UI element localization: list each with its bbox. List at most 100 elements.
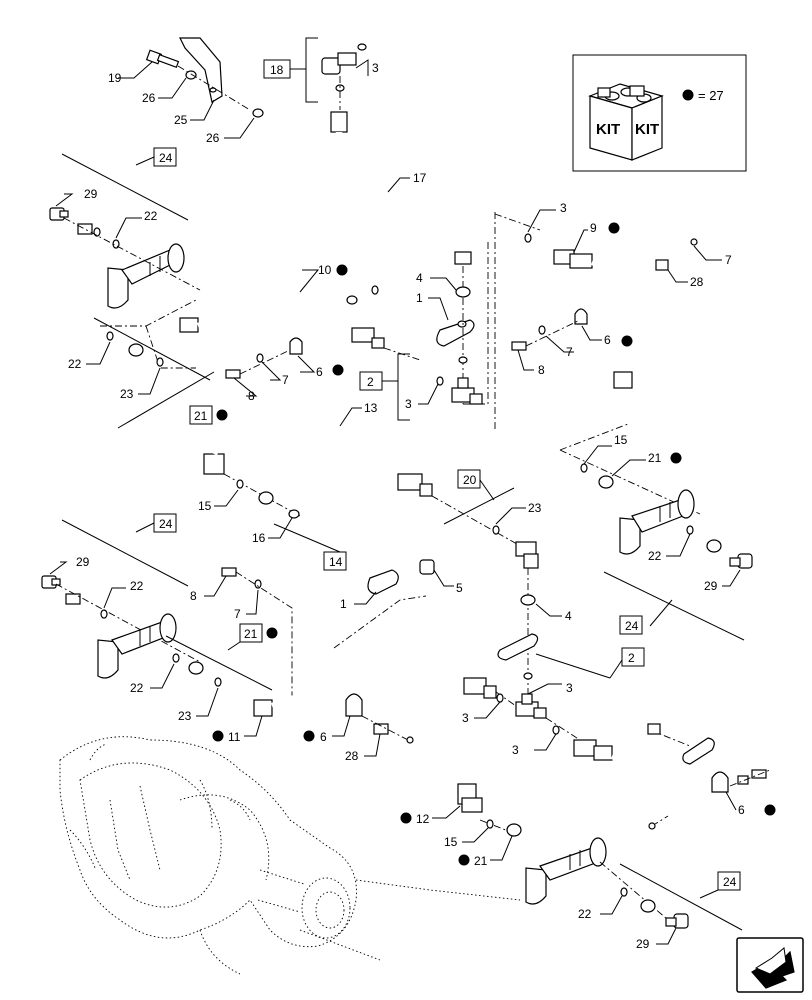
callout-7c: 7 bbox=[282, 373, 289, 387]
bolt-19 bbox=[145, 49, 180, 69]
callout-28b: 28 bbox=[345, 749, 359, 763]
callout-box-24b bbox=[619, 615, 643, 635]
callout-13: 13 bbox=[364, 401, 378, 415]
callout-7b: 7 bbox=[566, 345, 573, 359]
fitting-22-lower bbox=[65, 593, 81, 605]
callout-22a: 22 bbox=[144, 209, 158, 223]
valve-body-bottom bbox=[525, 837, 607, 905]
elbow-fitting bbox=[515, 541, 539, 569]
clamp-1b bbox=[367, 569, 399, 595]
callout-3b: 3 bbox=[560, 201, 567, 215]
cap-29d bbox=[665, 913, 689, 929]
elbow-20-group: 20 23 4 3 2 bbox=[431, 469, 645, 719]
callout-box-21a bbox=[189, 405, 213, 425]
bolt-8c bbox=[221, 567, 237, 577]
nut-23a bbox=[128, 343, 144, 357]
clip-6d bbox=[711, 771, 729, 793]
callout-6c: 6 bbox=[320, 730, 327, 744]
callout-3a: 3 bbox=[372, 61, 379, 75]
bracket-part bbox=[179, 37, 223, 103]
callout-17: 17 bbox=[413, 171, 427, 185]
hose-13 bbox=[203, 424, 433, 497]
seal-16 bbox=[288, 509, 300, 519]
callout-28a: 28 bbox=[690, 275, 704, 289]
nut-23e bbox=[640, 899, 656, 913]
kit-label-left: KIT bbox=[596, 121, 620, 138]
bullet-dot-icon bbox=[266, 627, 278, 639]
sleeve-28b bbox=[373, 723, 389, 735]
callout-24c: 24 bbox=[159, 517, 173, 531]
bullet-dot-icon bbox=[332, 364, 344, 376]
callout-7d: 7 bbox=[234, 607, 241, 621]
bullet-dot-icon bbox=[212, 730, 224, 742]
valve-group-lower-left: 24 29 22 22 23 21 bbox=[41, 513, 278, 723]
valve-group-upper-left: 24 29 22 22 23 bbox=[49, 147, 228, 429]
kit-box-icon: KIT KIT bbox=[588, 83, 664, 161]
callout-22f: 22 bbox=[578, 907, 592, 921]
callout-6a: 6 bbox=[604, 333, 611, 347]
top-bracket-assembly: 19 26 25 26 bbox=[108, 37, 264, 145]
next-arrow-icon bbox=[751, 947, 795, 989]
callout-3c: 3 bbox=[405, 397, 412, 411]
callout-7a: 7 bbox=[725, 253, 732, 267]
callout-24a: 24 bbox=[159, 151, 173, 165]
hose-12 bbox=[457, 739, 742, 852]
plug-21a bbox=[598, 475, 614, 489]
kit-label-right: KIT bbox=[635, 121, 659, 138]
hose-17 bbox=[330, 111, 472, 265]
clip-6a bbox=[289, 337, 303, 355]
callout-24b: 24 bbox=[625, 619, 639, 633]
callout-21c: 21 bbox=[244, 627, 258, 641]
callout-22c: 22 bbox=[648, 549, 662, 563]
nut-23c bbox=[188, 661, 204, 675]
callout-26a: 26 bbox=[142, 91, 156, 105]
hose-9 bbox=[553, 249, 668, 389]
bullet-dot-icon bbox=[303, 730, 315, 742]
callout-box-14 bbox=[323, 551, 347, 571]
callout-8b: 8 bbox=[248, 389, 255, 403]
callout-8c: 8 bbox=[190, 589, 197, 603]
hose-11 bbox=[253, 652, 497, 717]
callout-21a: 21 bbox=[194, 409, 208, 423]
bullet-dot-icon bbox=[670, 452, 682, 464]
valve-body-upper bbox=[107, 243, 185, 309]
plug-21d bbox=[506, 823, 522, 837]
bullet-dot-icon bbox=[608, 222, 620, 234]
hose-11-assembly: 8 7 1 5 3 11 6 bbox=[190, 559, 517, 763]
callout-18: 18 bbox=[270, 63, 284, 77]
callout-15c: 15 bbox=[444, 835, 458, 849]
callout-15b: 15 bbox=[198, 499, 212, 513]
callout-29b: 29 bbox=[704, 579, 718, 593]
callout-box-2b bbox=[621, 647, 645, 667]
callout-3f: 3 bbox=[512, 743, 519, 757]
callout-14: 14 bbox=[329, 555, 343, 569]
bolt-8a bbox=[225, 369, 241, 379]
callout-1a: 1 bbox=[416, 291, 423, 305]
callout-25: 25 bbox=[174, 113, 188, 127]
next-page-button[interactable] bbox=[736, 937, 804, 993]
callout-23b: 23 bbox=[528, 501, 542, 515]
bullet-dot-icon bbox=[216, 409, 228, 421]
callout-15a: 15 bbox=[614, 433, 628, 447]
sleeve-28a bbox=[655, 259, 669, 271]
kit-equals-label: = 27 bbox=[698, 88, 724, 103]
cap-29a bbox=[49, 207, 69, 221]
valve-body-right bbox=[619, 489, 695, 555]
callout-box-21c bbox=[239, 623, 263, 643]
callout-6b: 6 bbox=[316, 365, 323, 379]
bullet-dot-icon bbox=[764, 804, 776, 816]
nut-4a bbox=[455, 286, 471, 298]
clip-6b bbox=[574, 308, 588, 325]
cap-29c bbox=[41, 575, 61, 589]
valve-group-right-middle: 15 21 22 29 24 bbox=[559, 423, 753, 641]
callout-4b: 4 bbox=[565, 609, 572, 623]
tee-fitting-2a bbox=[451, 377, 483, 405]
callout-19: 19 bbox=[108, 71, 122, 85]
callout-23c: 23 bbox=[178, 709, 192, 723]
callout-29d: 29 bbox=[636, 937, 650, 951]
hose-10-assembly: 10 8 7 6 bbox=[179, 263, 421, 403]
clamp-1a bbox=[436, 319, 475, 347]
tee-fitting-2b bbox=[515, 693, 547, 719]
callout-2b: 2 bbox=[628, 651, 635, 665]
